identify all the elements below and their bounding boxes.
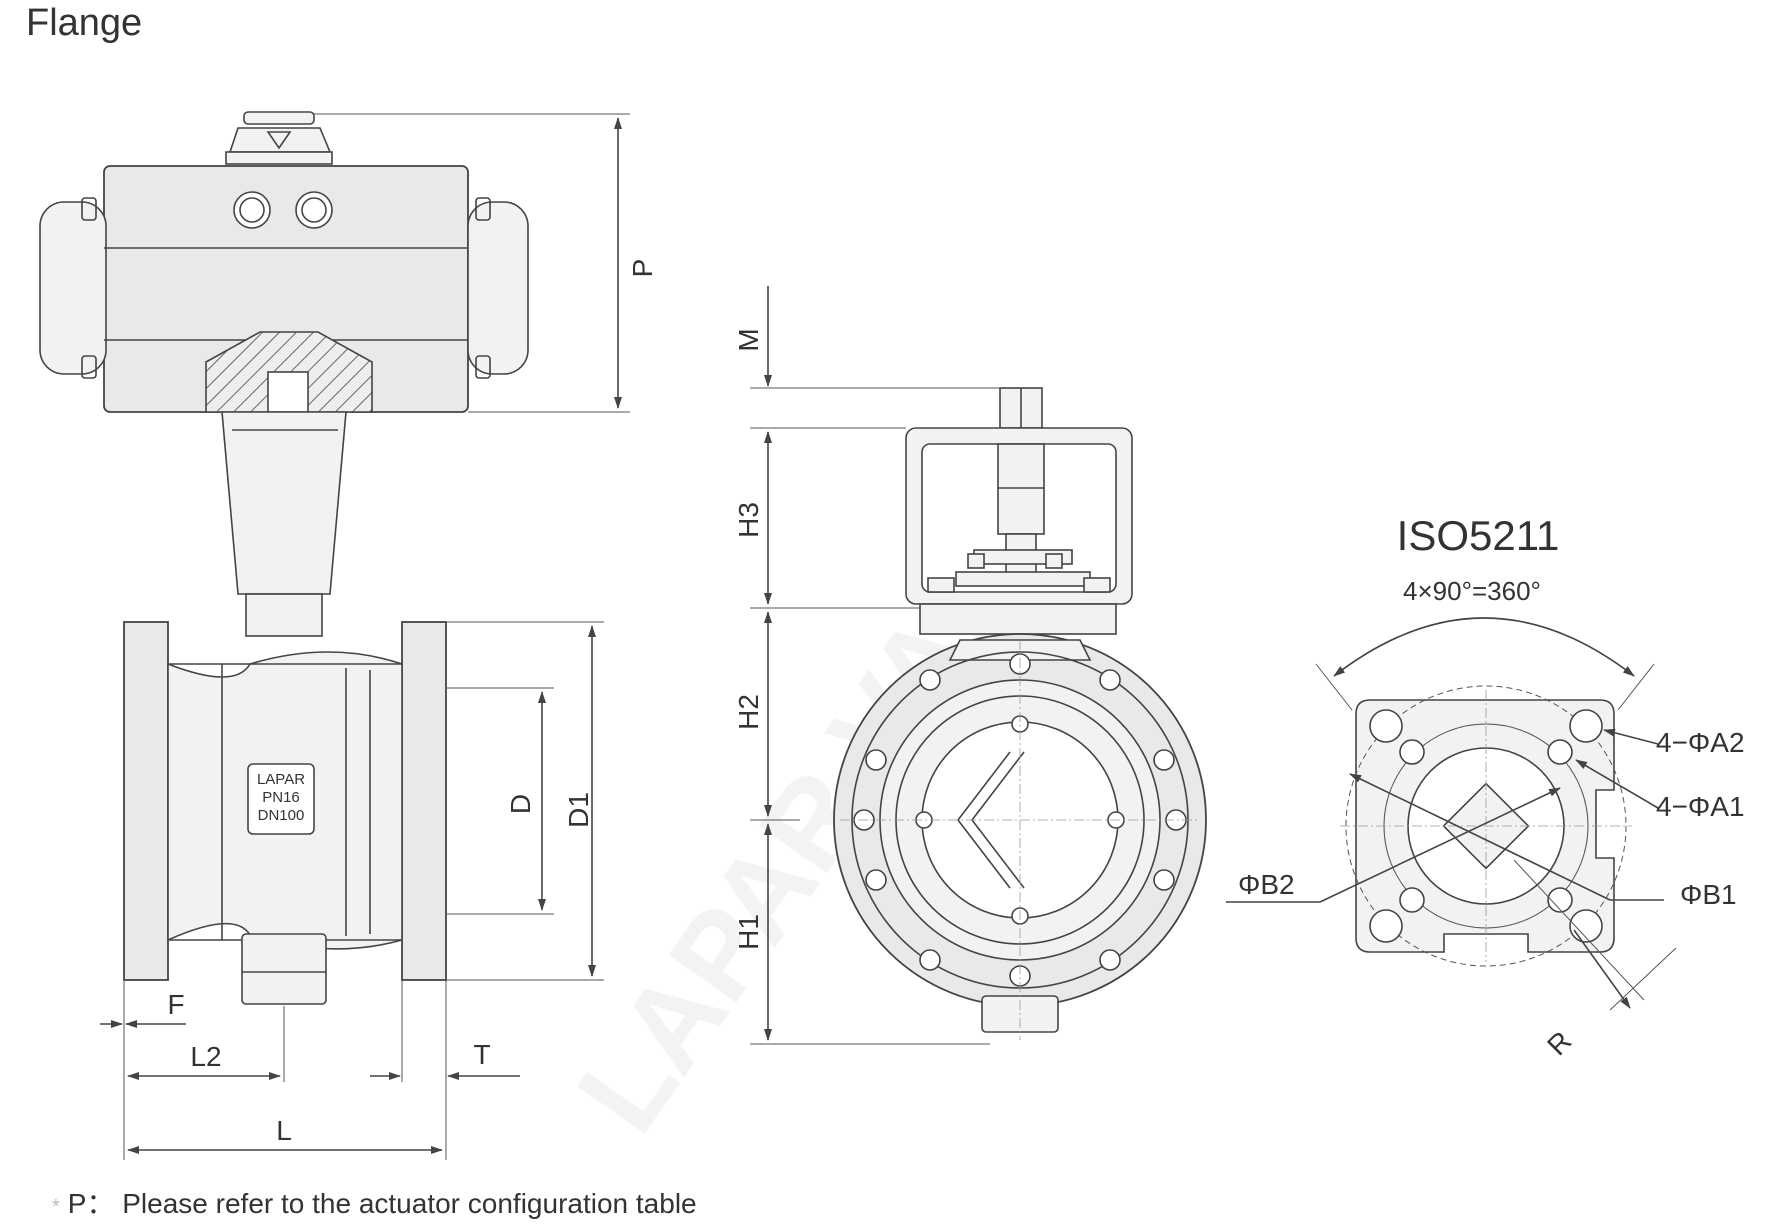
dim-label-p: P: [627, 259, 658, 278]
note-marker: *: [52, 1196, 60, 1218]
nameplate-line: LAPAR: [257, 771, 305, 788]
label-b1: ΦB1: [1680, 879, 1737, 910]
dim-label-h3: H3: [733, 502, 764, 538]
dim-label-l2: L2: [190, 1041, 221, 1072]
dimension-p: P: [314, 113, 658, 413]
neck: [221, 411, 347, 637]
dim-label-f: F: [167, 989, 184, 1020]
nameplate: LAPAR PN16 DN100: [247, 763, 315, 835]
position-indicator: [225, 111, 333, 165]
label-a2: 4−ΦA2: [1656, 727, 1745, 758]
note-text: P： Please refer to the actuator configur…: [67, 1188, 697, 1219]
dim-label-d1: D1: [563, 792, 594, 828]
page-title: Flange: [26, 2, 143, 44]
label-r: R: [1541, 1025, 1577, 1061]
label-a1: 4−ΦA1: [1656, 791, 1745, 822]
iso5211-view: ISO5211 4×90°=360° 4−ΦA2 4−Φ: [1226, 512, 1745, 1061]
iso-title: ISO5211: [1397, 512, 1560, 559]
dimension-f: F: [100, 980, 186, 1030]
dimension-t: T: [370, 980, 520, 1160]
dim-label-h2: H2: [733, 694, 764, 730]
dim-label-h1: H1: [733, 914, 764, 950]
front-view: M H3 H2 H1: [733, 286, 1207, 1045]
actuator: [39, 165, 529, 413]
label-b2: ΦB2: [1238, 869, 1295, 900]
side-view: LAPAR PN16 DN100 P D D1: [39, 111, 658, 1160]
dimension-l2: L2: [123, 1006, 285, 1082]
iso-subtitle: 4×90°=360°: [1403, 576, 1541, 606]
nameplate-line: DN100: [258, 807, 305, 824]
dimension-d: D: [446, 687, 554, 915]
nameplate-line: PN16: [262, 789, 300, 806]
dim-label-t: T: [473, 1039, 490, 1070]
footnote: * P： Please refer to the actuator configu…: [52, 1182, 697, 1222]
dim-label-m: M: [733, 328, 764, 351]
dim-label-l: L: [276, 1115, 292, 1146]
dimension-l: L: [123, 1082, 443, 1160]
dimension-d1: D1: [446, 621, 604, 981]
dim-label-d: D: [505, 794, 536, 814]
